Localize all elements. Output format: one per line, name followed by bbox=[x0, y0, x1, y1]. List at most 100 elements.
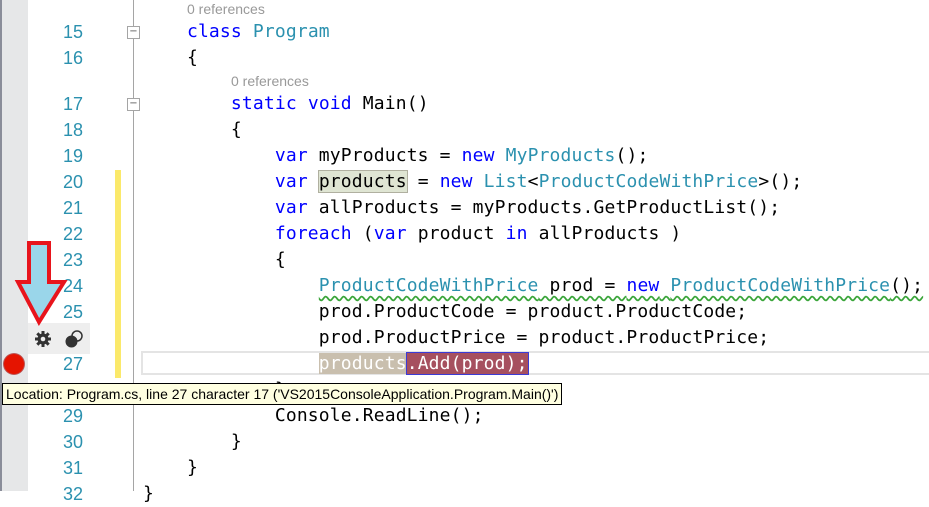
code-line[interactable]: 21 var allProducts = myProducts.GetProdu… bbox=[0, 195, 929, 221]
gear-icon[interactable] bbox=[33, 329, 53, 349]
code-token: } bbox=[143, 483, 154, 504]
code-token: product bbox=[406, 223, 506, 244]
code-token: new bbox=[439, 171, 473, 192]
line-number: 25 bbox=[62, 302, 83, 322]
code-text: var myProducts = new MyProducts(); bbox=[143, 143, 648, 169]
code-token: products bbox=[317, 170, 408, 193]
code-text: } bbox=[143, 481, 154, 507]
code-token: ProductCodeWithPrice bbox=[670, 275, 891, 296]
code-text: products.Add(prod); bbox=[143, 351, 529, 377]
code-line[interactable]: 23 { bbox=[0, 247, 929, 273]
code-text: foreach (var product in allProducts ) bbox=[143, 221, 681, 247]
code-line[interactable]: 32} bbox=[0, 481, 929, 507]
code-token: List bbox=[483, 171, 528, 192]
code-line[interactable]: 20 var products = new List<ProductCodeWi… bbox=[0, 169, 929, 195]
outlining-margin bbox=[133, 0, 134, 491]
red-arrow-annotation bbox=[14, 241, 68, 326]
code-token: ( bbox=[351, 223, 374, 244]
code-line[interactable]: 31 } bbox=[0, 455, 929, 481]
code-text: } bbox=[143, 429, 242, 455]
code-line[interactable]: 19 var myProducts = new MyProducts(); bbox=[0, 143, 929, 169]
line-number: 15 bbox=[62, 22, 83, 42]
code-line[interactable]: 22 foreach (var product in allProducts ) bbox=[0, 221, 929, 247]
code-token bbox=[495, 145, 506, 166]
code-token: } bbox=[143, 431, 242, 452]
code-token: void bbox=[307, 93, 352, 114]
code-lens-references[interactable]: 0 references bbox=[187, 1, 265, 17]
code-token: .Add(prod); bbox=[405, 352, 529, 375]
code-token: products bbox=[318, 353, 407, 374]
code-token bbox=[143, 197, 275, 218]
code-line[interactable]: 24 ProductCodeWithPrice prod = new Produ… bbox=[0, 273, 929, 299]
code-token bbox=[308, 171, 319, 192]
collapse-icon[interactable]: − bbox=[127, 98, 140, 111]
code-line[interactable]: 27 products.Add(prod); bbox=[0, 351, 929, 377]
code-token: var bbox=[274, 197, 308, 218]
code-token: new bbox=[461, 145, 495, 166]
disable-breakpoint-icon[interactable] bbox=[64, 329, 84, 349]
code-token: allProducts = myProducts.GetProductList(… bbox=[307, 197, 781, 218]
code-line[interactable]: 18 { bbox=[0, 117, 929, 143]
code-text: var allProducts = myProducts.GetProductL… bbox=[143, 195, 780, 221]
code-token: < bbox=[527, 171, 539, 192]
code-token: var bbox=[274, 171, 308, 192]
code-text: ProductCodeWithPrice prod = new ProductC… bbox=[143, 273, 923, 299]
code-token bbox=[473, 171, 484, 192]
code-token bbox=[659, 275, 670, 296]
code-token: Program bbox=[252, 21, 330, 42]
code-token: ProductCodeWithPrice bbox=[538, 171, 759, 192]
code-text: { bbox=[143, 45, 198, 71]
breakpoint-margin[interactable] bbox=[0, 0, 28, 491]
code-line[interactable]: prod.ProductPrice = product.ProductPrice… bbox=[0, 325, 929, 351]
breakpoint-icon[interactable] bbox=[4, 354, 24, 374]
line-number: 31 bbox=[62, 458, 83, 478]
code-text: prod.ProductPrice = product.ProductPrice… bbox=[143, 325, 769, 351]
code-token: var bbox=[373, 223, 407, 244]
line-number: 23 bbox=[62, 250, 83, 270]
code-token bbox=[143, 145, 275, 166]
code-text: } bbox=[143, 455, 198, 481]
code-token: MyProducts bbox=[505, 145, 616, 166]
line-number: 22 bbox=[62, 224, 83, 244]
code-line[interactable]: 15 − class Program bbox=[0, 19, 929, 45]
code-token: ProductCodeWithPrice bbox=[318, 275, 539, 296]
code-token: class bbox=[186, 21, 242, 42]
code-token: { bbox=[143, 47, 198, 68]
code-token: prod.ProductPrice = product.ProductPrice… bbox=[143, 327, 770, 348]
collapse-icon[interactable]: − bbox=[127, 26, 140, 39]
line-number: 30 bbox=[62, 432, 83, 452]
code-text: Console.ReadLine(); bbox=[143, 403, 484, 429]
code-token: Console.ReadLine(); bbox=[143, 405, 484, 426]
code-token: prod = bbox=[538, 275, 627, 296]
code-token bbox=[143, 93, 231, 114]
code-token: allProducts ) bbox=[527, 223, 682, 244]
code-token: { bbox=[143, 249, 286, 270]
code-token bbox=[143, 223, 275, 244]
code-token: (); bbox=[890, 275, 924, 296]
code-token: = bbox=[406, 171, 440, 192]
line-number: 21 bbox=[62, 198, 83, 218]
code-token: myProducts = bbox=[307, 145, 462, 166]
line-number: 20 bbox=[62, 172, 83, 192]
code-text: var products = new List<ProductCodeWithP… bbox=[143, 169, 802, 195]
breakpoint-toolbar bbox=[28, 323, 90, 354]
code-token: static bbox=[230, 93, 297, 114]
code-lens-references[interactable]: 0 references bbox=[231, 73, 309, 89]
code-line[interactable]: 17− static void Main() bbox=[0, 91, 929, 117]
code-text: { bbox=[143, 117, 242, 143]
line-number: 16 bbox=[62, 48, 83, 68]
code-token bbox=[297, 93, 308, 114]
code-line[interactable]: 25 prod.ProductCode = product.ProductCod… bbox=[0, 299, 929, 325]
code-line[interactable]: 30 } bbox=[0, 429, 929, 455]
code-token bbox=[143, 171, 275, 192]
code-token bbox=[143, 353, 319, 374]
code-token: in bbox=[505, 223, 528, 244]
code-token: >(); bbox=[758, 171, 803, 192]
code-token: { bbox=[143, 119, 242, 140]
line-number: 19 bbox=[62, 146, 83, 166]
code-line[interactable]: 29 Console.ReadLine(); bbox=[0, 403, 929, 429]
code-token bbox=[242, 21, 253, 42]
code-token: var bbox=[274, 145, 308, 166]
code-line[interactable]: 16 { bbox=[0, 45, 929, 71]
code-token: foreach bbox=[274, 223, 352, 244]
